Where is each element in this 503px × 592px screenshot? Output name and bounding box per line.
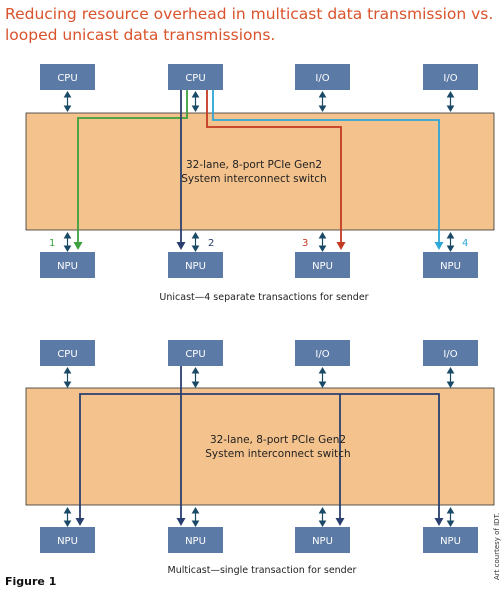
unicast-top-box-2-label: CPU <box>185 73 205 84</box>
unicast-bottom-double-arrows <box>63 232 455 252</box>
multicast-head-1 <box>75 518 85 526</box>
multicast-section: CPU CPU I/O I/O 32-lane, 8-port PCI <box>25 340 495 576</box>
unicast-bottom-arrow-4 <box>446 232 455 252</box>
unicast-switch-line-1: 32-lane, 8-port PCIe Gen2 <box>186 159 322 171</box>
unicast-number-2: 2 <box>208 238 214 249</box>
unicast-path-2-head <box>176 242 186 250</box>
multicast-top-box-4: I/O <box>423 340 478 366</box>
figure-label: Figure 1 <box>5 575 57 588</box>
unicast-number-1: 1 <box>49 238 55 249</box>
unicast-path-4 <box>212 90 440 246</box>
multicast-top-box-3: I/O <box>295 340 350 366</box>
unicast-bottom-box-3-label: NPU <box>312 261 333 272</box>
multicast-bottom-arrow-1 <box>63 507 72 527</box>
unicast-top-box-1: CPU <box>40 64 95 90</box>
unicast-switch <box>25 112 495 231</box>
unicast-top-box-2: CPU <box>168 64 223 90</box>
unicast-top-box-3: I/O <box>295 64 350 90</box>
multicast-bottom-box-2: NPU <box>168 527 223 553</box>
multicast-top-arrow-4 <box>446 367 455 388</box>
multicast-head-3 <box>335 518 345 526</box>
multicast-top-box-3-label: I/O <box>315 349 329 360</box>
multicast-bottom-box-1-label: NPU <box>57 536 78 547</box>
art-credit: Art courtesy of IDT. <box>493 512 501 580</box>
unicast-section: CPU CPU I/O I/O 32-lane, 8-port PCIe Gen… <box>25 64 495 303</box>
multicast-switch-line-1: 32-lane, 8-port PCIe Gen2 <box>210 434 346 446</box>
unicast-bottom-box-4: NPU <box>423 252 478 278</box>
multicast-bottom-box-4-label: NPU <box>440 536 461 547</box>
unicast-caption: Unicast—4 separate transactions for send… <box>159 292 368 303</box>
multicast-bottom-box-2-label: NPU <box>185 536 206 547</box>
unicast-switch-line-2: System interconnect switch <box>181 173 326 185</box>
unicast-bottom-box-2-label: NPU <box>185 261 206 272</box>
unicast-path-1 <box>77 90 188 246</box>
multicast-top-box-1-label: CPU <box>57 349 77 360</box>
unicast-number-4: 4 <box>462 238 468 249</box>
unicast-path-3 <box>206 90 342 246</box>
unicast-top-arrow-4 <box>446 91 455 112</box>
unicast-bottom-box-3: NPU <box>295 252 350 278</box>
multicast-top-box-2: CPU <box>168 340 223 366</box>
multicast-top-box-2-label: CPU <box>185 349 205 360</box>
multicast-head-2 <box>176 518 186 526</box>
unicast-number-3: 3 <box>302 238 308 249</box>
multicast-bottom-arrow-4 <box>446 507 455 527</box>
unicast-top-box-1-label: CPU <box>57 73 77 84</box>
unicast-bottom-box-2: NPU <box>168 252 223 278</box>
unicast-top-arrow-1 <box>63 91 72 112</box>
unicast-top-box-4: I/O <box>423 64 478 90</box>
multicast-switch <box>25 387 495 506</box>
unicast-path-1-head <box>73 242 83 250</box>
multicast-branch-outer <box>79 393 440 522</box>
unicast-bottom-box-1-label: NPU <box>57 261 78 272</box>
unicast-path-3-head <box>336 242 346 250</box>
figure-title: Reducing resource overhead in multicast … <box>5 4 494 46</box>
multicast-bottom-box-1: NPU <box>40 527 95 553</box>
title-line-2: looped unicast data transmissions. <box>5 26 276 44</box>
multicast-top-arrow-3 <box>318 367 327 388</box>
title-line-1: Reducing resource overhead in multicast … <box>5 5 494 23</box>
unicast-top-arrow-3 <box>318 91 327 112</box>
unicast-top-box-4-label: I/O <box>443 73 457 84</box>
unicast-path-4-head <box>434 242 444 250</box>
multicast-bottom-arrow-2 <box>191 507 200 527</box>
unicast-top-double-arrows <box>63 91 455 112</box>
unicast-bottom-arrow-2 <box>191 232 200 252</box>
multicast-bottom-box-4: NPU <box>423 527 478 553</box>
multicast-bottom-double-arrows <box>63 507 455 527</box>
multicast-top-arrow-1 <box>63 367 72 388</box>
unicast-top-box-3-label: I/O <box>315 73 329 84</box>
multicast-top-arrow-2 <box>191 367 200 388</box>
multicast-top-double-arrows <box>63 367 455 388</box>
unicast-bottom-box-1: NPU <box>40 252 95 278</box>
unicast-bottom-box-4-label: NPU <box>440 261 461 272</box>
multicast-top-box-4-label: I/O <box>443 349 457 360</box>
multicast-caption: Multicast—single transaction for sender <box>168 565 357 576</box>
unicast-bottom-arrow-3 <box>318 232 327 252</box>
unicast-top-arrow-2 <box>191 91 200 112</box>
multicast-bottom-arrow-3 <box>318 507 327 527</box>
multicast-bottom-box-3-label: NPU <box>312 536 333 547</box>
multicast-bottom-box-3: NPU <box>295 527 350 553</box>
multicast-switch-line-2: System interconnect switch <box>205 448 350 460</box>
multicast-top-box-1: CPU <box>40 340 95 366</box>
multicast-head-4 <box>434 518 444 526</box>
unicast-bottom-arrow-1 <box>63 232 72 252</box>
